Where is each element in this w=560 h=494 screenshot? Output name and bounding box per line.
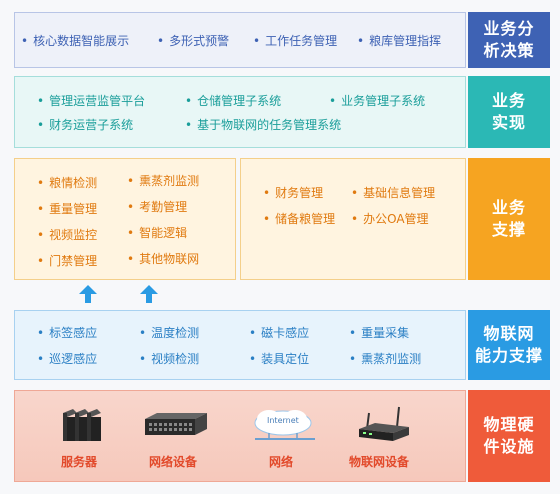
implementation-item: •仓储管理子系统 bbox=[185, 94, 282, 108]
support-left-item: •重量管理 bbox=[37, 202, 98, 216]
internet-text: Internet bbox=[267, 416, 299, 425]
decision-item: •核心数据智能展示 bbox=[21, 34, 130, 48]
support-right-item: •储备粮管理 bbox=[263, 212, 336, 226]
iot-item: •标签感应 bbox=[37, 326, 98, 340]
device-label-network-device: 网络设备 bbox=[149, 455, 198, 469]
implementation-item: •基于物联网的任务管理系统 bbox=[185, 118, 342, 132]
iot-item: •磁卡感应 bbox=[249, 326, 310, 340]
iot-router-icon bbox=[359, 406, 409, 441]
implementation-item: •财务运营子系统 bbox=[37, 118, 134, 132]
device-label-iot-device: 物联网设备 bbox=[349, 455, 410, 469]
layer-implementation: •管理运营监管平台 •仓储管理子系统 •业务管理子系统 •财务运营子系统 •基于… bbox=[14, 76, 550, 148]
hardware-label: 物理硬 件设施 bbox=[468, 390, 550, 482]
implementation-content: •管理运营监管平台 •仓储管理子系统 •业务管理子系统 •财务运营子系统 •基于… bbox=[14, 76, 466, 148]
iot-item: •巡逻感应 bbox=[37, 352, 98, 366]
support-left-item: •考勤管理 bbox=[127, 200, 188, 214]
layer-hardware: 服务器 网络设备 bbox=[14, 390, 550, 482]
iot-item: •重量采集 bbox=[349, 326, 410, 340]
support-right-item: •财务管理 bbox=[263, 186, 324, 200]
implementation-label: 业务 实现 bbox=[468, 76, 550, 148]
support-right-item: •基础信息管理 bbox=[351, 186, 436, 200]
up-arrow-icon bbox=[79, 285, 97, 303]
decision-item: •多形式预警 bbox=[157, 34, 230, 48]
server-icon bbox=[63, 409, 101, 441]
network-switch-icon bbox=[145, 413, 207, 435]
iot-item: •装具定位 bbox=[249, 352, 310, 366]
iot-item: •温度检测 bbox=[139, 326, 200, 340]
support-left-item: •视频监控 bbox=[37, 228, 98, 242]
implementation-item: •业务管理子系统 bbox=[329, 94, 426, 108]
up-arrow-icon bbox=[140, 285, 158, 303]
iot-label: 物联网 能力支撑 bbox=[468, 310, 550, 380]
decision-content: •核心数据智能展示 •多形式预警 •工作任务管理 •粮库管理指挥 bbox=[14, 12, 466, 68]
support-left-item: •粮情检测 bbox=[37, 176, 98, 190]
support-label: 业务 支撑 bbox=[468, 158, 550, 280]
support-left-item: •门禁管理 bbox=[37, 254, 98, 268]
layer-support: •粮情检测 •熏蒸剂监测 •重量管理 •考勤管理 •视频监控 •智能逻辑 •门禁… bbox=[14, 158, 550, 280]
layer-decision: •核心数据智能展示 •多形式预警 •工作任务管理 •粮库管理指挥 业务分 析决策 bbox=[14, 12, 550, 68]
device-label-server: 服务器 bbox=[61, 455, 98, 469]
iot-item: •熏蒸剂监测 bbox=[349, 352, 422, 366]
support-left-item: •其他物联网 bbox=[127, 252, 200, 266]
decision-label: 业务分 析决策 bbox=[468, 12, 550, 68]
layer-iot: •标签感应 •温度检测 •磁卡感应 •重量采集 •巡逻感应 •视频检测 •装具定… bbox=[14, 310, 550, 380]
device-label-network: 网络 bbox=[269, 455, 294, 469]
support-right-item: •办公OA管理 bbox=[351, 212, 429, 226]
hardware-content: 服务器 网络设备 bbox=[14, 390, 466, 482]
decision-item: •工作任务管理 bbox=[253, 34, 338, 48]
support-right-box: •财务管理 •基础信息管理 •储备粮管理 •办公OA管理 bbox=[240, 158, 466, 280]
iot-item: •视频检测 bbox=[139, 352, 200, 366]
support-left-box: •粮情检测 •熏蒸剂监测 •重量管理 •考勤管理 •视频监控 •智能逻辑 •门禁… bbox=[14, 158, 236, 280]
iot-content: •标签感应 •温度检测 •磁卡感应 •重量采集 •巡逻感应 •视频检测 •装具定… bbox=[14, 310, 466, 380]
decision-item: •粮库管理指挥 bbox=[357, 34, 442, 48]
support-left-item: •智能逻辑 bbox=[127, 226, 188, 240]
internet-cloud-icon: Internet bbox=[245, 407, 321, 447]
implementation-item: •管理运营监管平台 bbox=[37, 94, 146, 108]
support-left-item: •熏蒸剂监测 bbox=[127, 174, 200, 188]
